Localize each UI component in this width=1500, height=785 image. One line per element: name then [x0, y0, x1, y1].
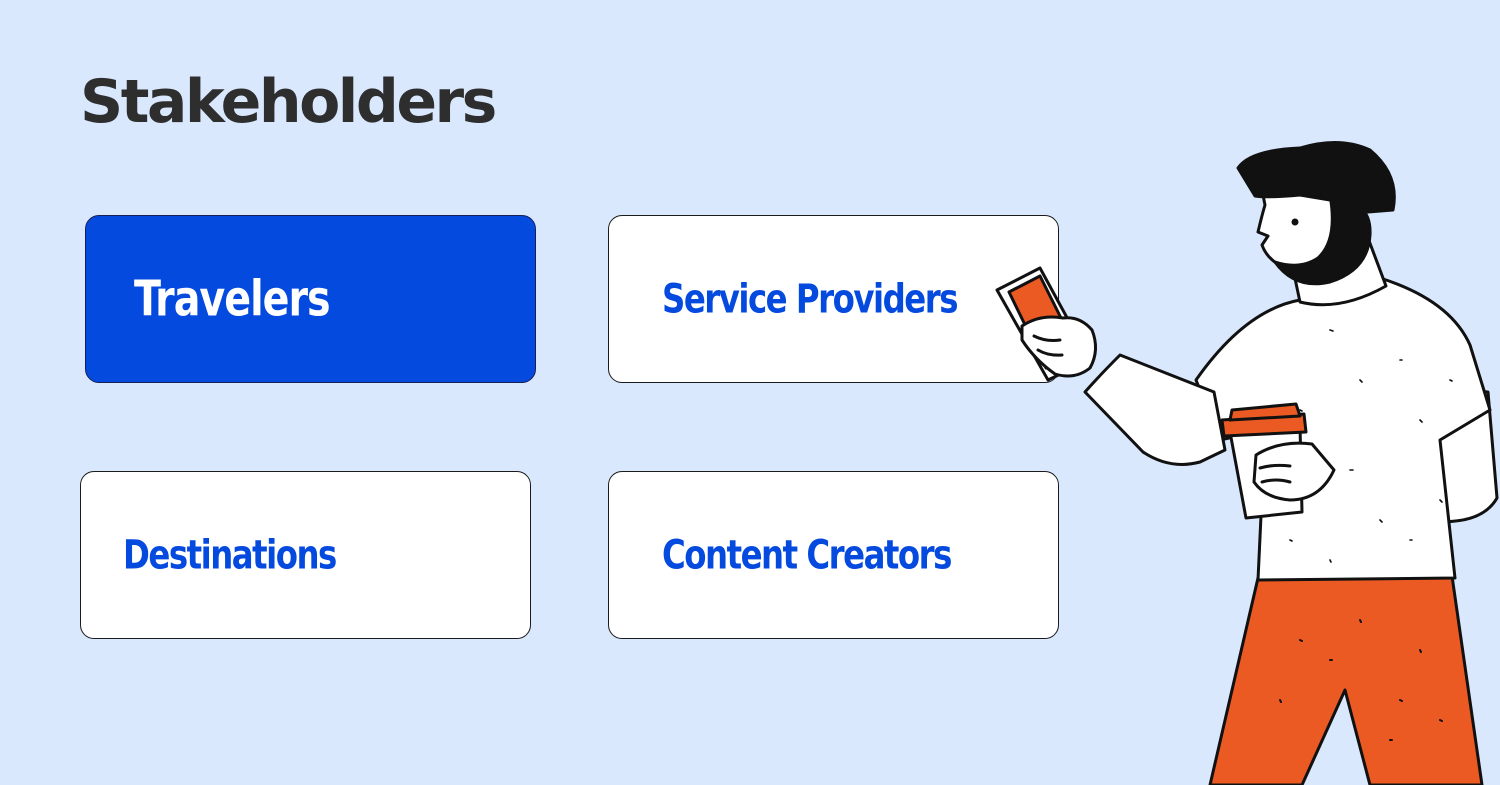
stakeholder-card-destinations[interactable]: Destinations	[80, 471, 531, 639]
card-label: Travelers	[134, 270, 331, 328]
stakeholder-card-service-providers[interactable]: Service Providers	[608, 215, 1059, 383]
card-label: Destinations	[123, 532, 337, 578]
card-label: Content Creators	[662, 532, 952, 578]
card-label: Service Providers	[662, 276, 959, 322]
stakeholder-card-content-creators[interactable]: Content Creators	[608, 471, 1059, 639]
stakeholder-card-travelers[interactable]: Travelers	[85, 215, 536, 383]
page-title: Stakeholders	[80, 67, 497, 137]
man-with-phone-illustration	[995, 140, 1499, 785]
